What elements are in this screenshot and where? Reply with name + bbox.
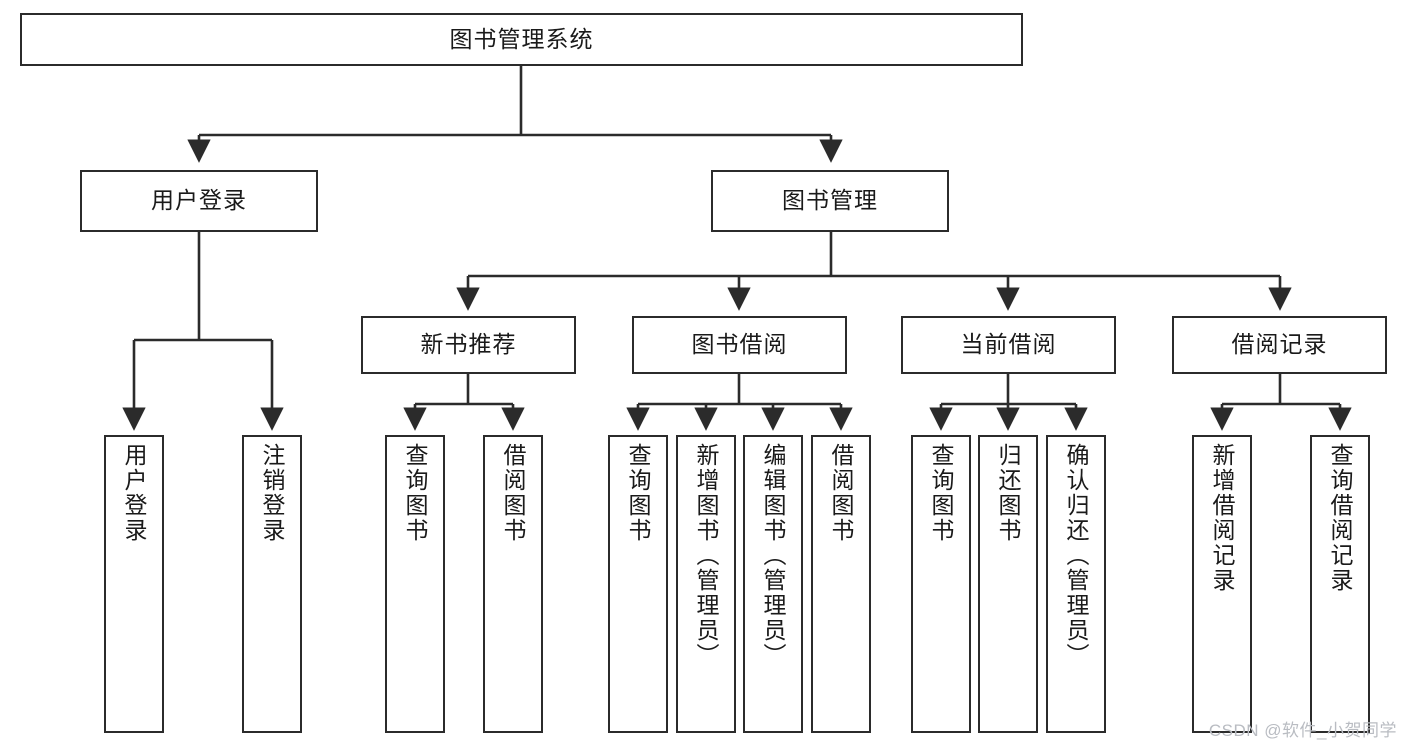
node-leaf-return-book[interactable]: 归还图书 xyxy=(978,435,1038,733)
node-user-login-label: 用户登录 xyxy=(151,187,247,214)
node-leaf-user-login-label: 用户登录 xyxy=(121,443,148,543)
node-book-borrow[interactable]: 图书借阅 xyxy=(632,316,847,374)
node-new-book-rec[interactable]: 新书推荐 xyxy=(361,316,576,374)
node-leaf-borrow-book-2-label: 借阅图书 xyxy=(828,443,855,543)
node-leaf-edit-book[interactable]: 编辑图书（管理员） xyxy=(743,435,803,733)
node-leaf-query-book-3[interactable]: 查询图书 xyxy=(911,435,971,733)
node-current-borrow-label: 当前借阅 xyxy=(960,331,1057,358)
node-leaf-query-book-1-label: 查询图书 xyxy=(402,443,429,543)
node-leaf-user-login[interactable]: 用户登录 xyxy=(104,435,164,733)
node-user-login[interactable]: 用户登录 xyxy=(80,170,318,232)
node-borrow-record-label: 借阅记录 xyxy=(1231,331,1328,358)
node-leaf-confirm-return[interactable]: 确认归还（管理员） xyxy=(1046,435,1106,733)
node-leaf-add-book[interactable]: 新增图书（管理员） xyxy=(676,435,736,733)
node-leaf-borrow-book-1-label: 借阅图书 xyxy=(500,443,527,543)
node-leaf-logout[interactable]: 注销登录 xyxy=(242,435,302,733)
node-book-manage[interactable]: 图书管理 xyxy=(711,170,949,232)
node-leaf-borrow-book-1[interactable]: 借阅图书 xyxy=(483,435,543,733)
node-leaf-borrow-book-2[interactable]: 借阅图书 xyxy=(811,435,871,733)
node-leaf-edit-book-label: 编辑图书（管理员） xyxy=(760,443,787,668)
node-leaf-add-book-label: 新增图书（管理员） xyxy=(693,443,720,668)
node-root-label: 图书管理系统 xyxy=(449,25,594,52)
node-leaf-query-book-3-label: 查询图书 xyxy=(928,443,955,543)
node-borrow-record[interactable]: 借阅记录 xyxy=(1172,316,1387,374)
node-leaf-add-record-label: 新增借阅记录 xyxy=(1209,443,1236,593)
node-new-book-rec-label: 新书推荐 xyxy=(420,331,517,358)
node-leaf-query-book-1[interactable]: 查询图书 xyxy=(385,435,445,733)
node-leaf-add-record[interactable]: 新增借阅记录 xyxy=(1192,435,1252,733)
node-leaf-return-book-label: 归还图书 xyxy=(995,443,1022,543)
node-leaf-query-record-label: 查询借阅记录 xyxy=(1327,443,1354,593)
node-leaf-confirm-return-label: 确认归还（管理员） xyxy=(1063,443,1090,668)
node-current-borrow[interactable]: 当前借阅 xyxy=(901,316,1116,374)
node-leaf-query-book-2-label: 查询图书 xyxy=(625,443,652,543)
node-book-borrow-label: 图书借阅 xyxy=(691,331,788,358)
node-leaf-logout-label: 注销登录 xyxy=(259,443,286,543)
node-leaf-query-book-2[interactable]: 查询图书 xyxy=(608,435,668,733)
node-book-manage-label: 图书管理 xyxy=(782,187,878,214)
node-leaf-query-record[interactable]: 查询借阅记录 xyxy=(1310,435,1370,733)
node-root[interactable]: 图书管理系统 xyxy=(20,13,1023,66)
csdn-watermark: CSDN @软件_小贺同学 xyxy=(1208,721,1397,740)
